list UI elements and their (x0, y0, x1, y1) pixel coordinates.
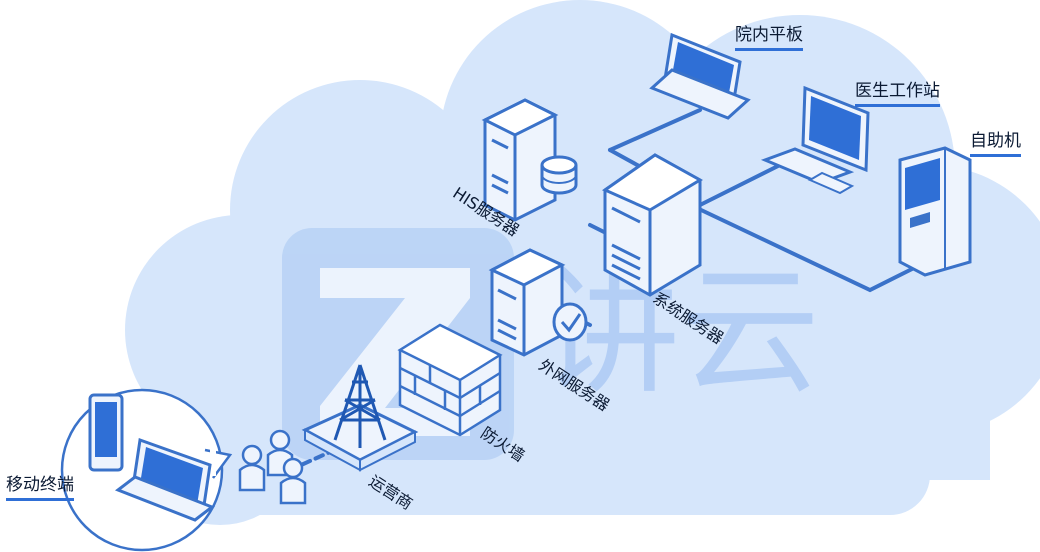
external-server-icon (488, 248, 566, 357)
label-hospital-tablet: 院内平板 (735, 20, 803, 51)
laptop-icon (114, 437, 216, 522)
label-mobile-terminal: 移动终端 (6, 470, 74, 501)
label-doctor-station: 医生工作站 (855, 76, 940, 107)
his-server-icon (481, 98, 559, 222)
firewall-icon (397, 323, 503, 437)
carrier-tower-icon (301, 364, 419, 472)
doctor-workstation-icon (760, 85, 870, 195)
shield-check-icon (552, 302, 588, 342)
label-kiosk: 自助机 (970, 126, 1021, 157)
system-server-icon (601, 153, 703, 297)
hospital-tablet-icon (649, 32, 751, 120)
phone-icon (88, 393, 124, 472)
users-group-icon (238, 429, 307, 505)
database-icon (540, 155, 578, 195)
kiosk-icon (898, 146, 972, 277)
